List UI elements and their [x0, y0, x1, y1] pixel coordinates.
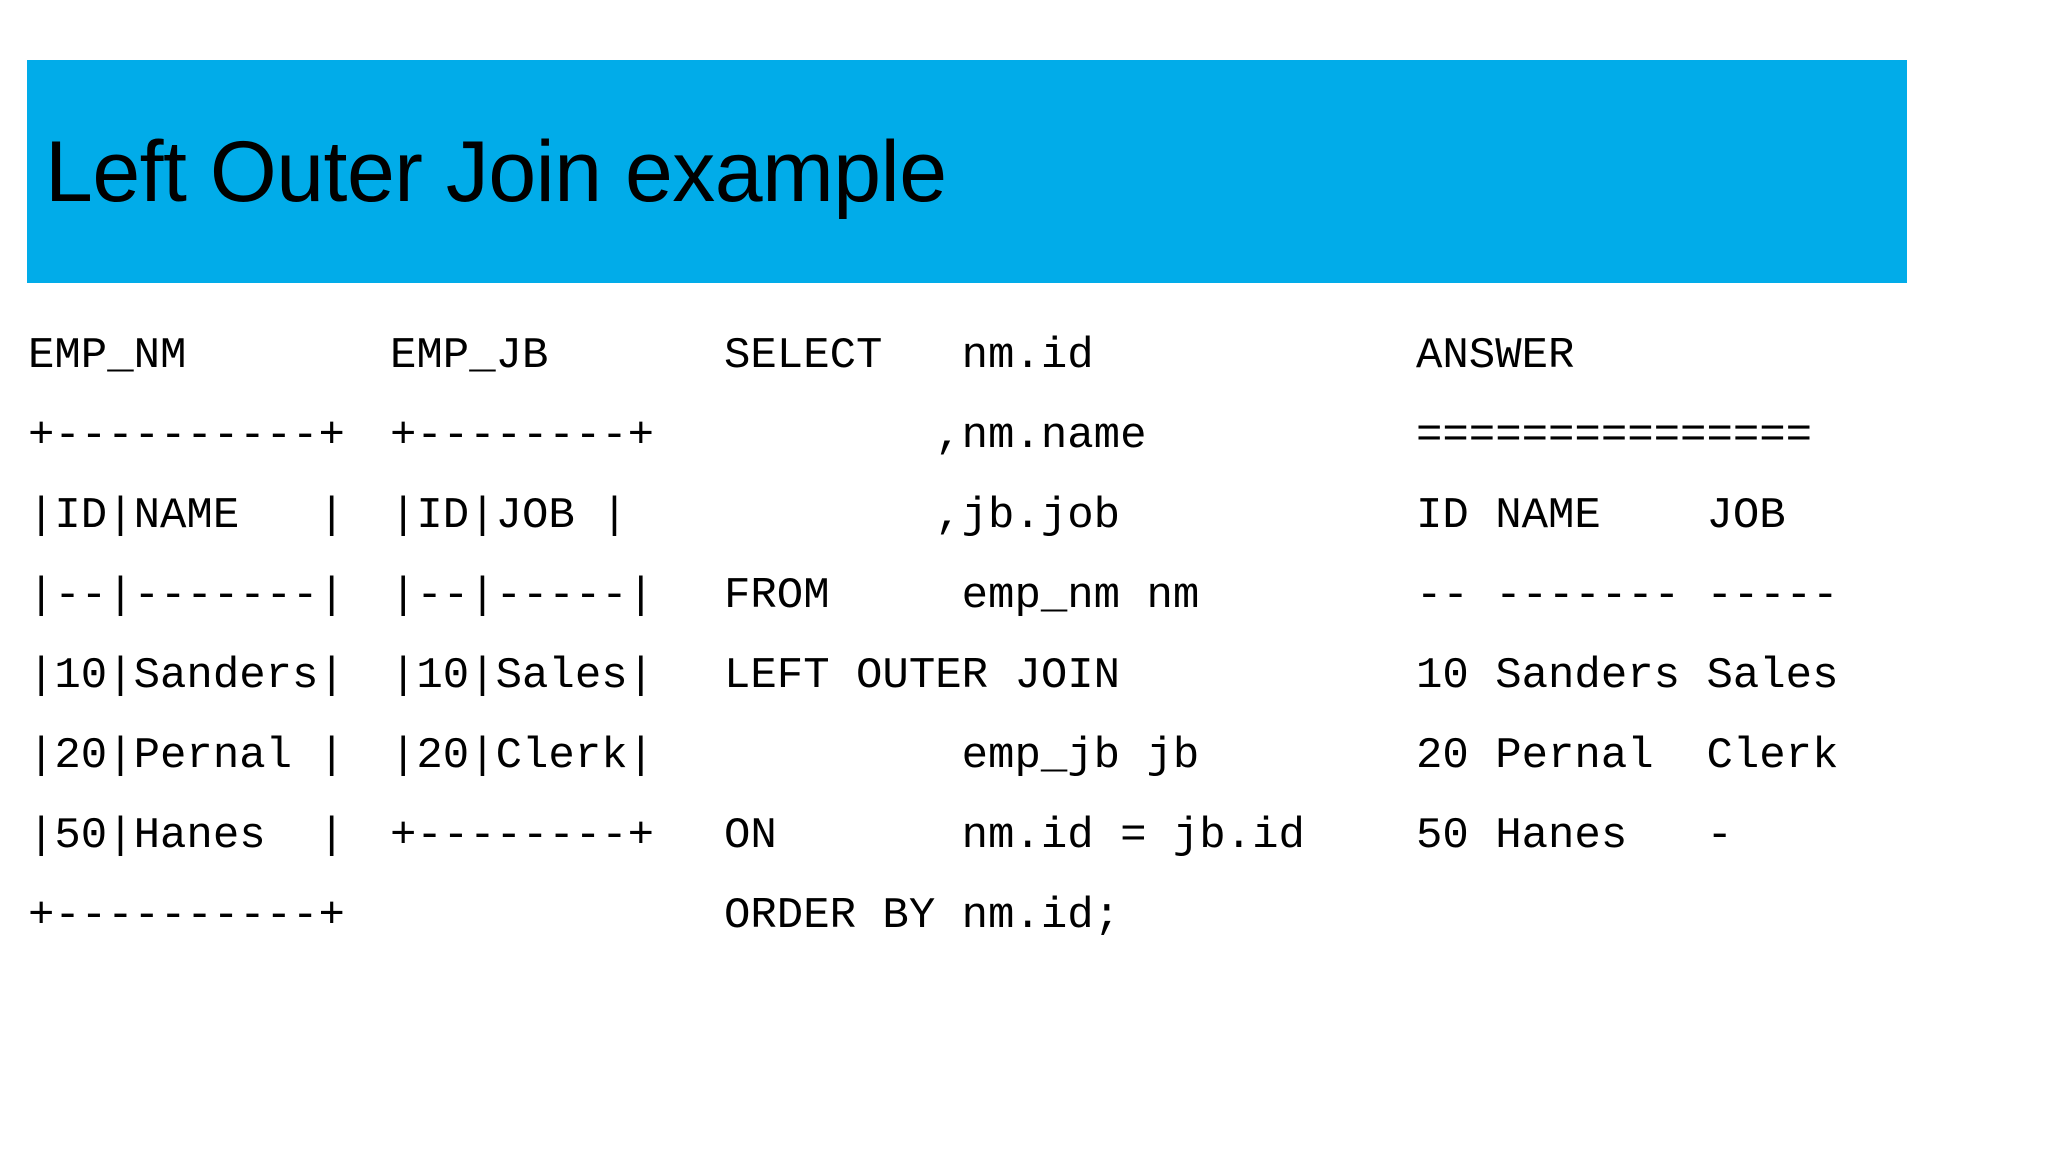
- emp-nm-table-block: EMP_NM +----------+ |ID|NAME | |--|-----…: [28, 331, 345, 941]
- emp-jb-table-block: EMP_JB +--------+ |ID|JOB | |--|-----| |…: [390, 331, 655, 861]
- answer-result-block: ANSWER =============== ID NAME JOB -- --…: [1416, 331, 1839, 861]
- page-title: Left Outer Join example: [45, 123, 947, 220]
- sql-query-block: SELECT nm.id ,nm.name ,jb.job FROM emp_n…: [724, 331, 1305, 941]
- title-banner: Left Outer Join example: [27, 60, 1907, 283]
